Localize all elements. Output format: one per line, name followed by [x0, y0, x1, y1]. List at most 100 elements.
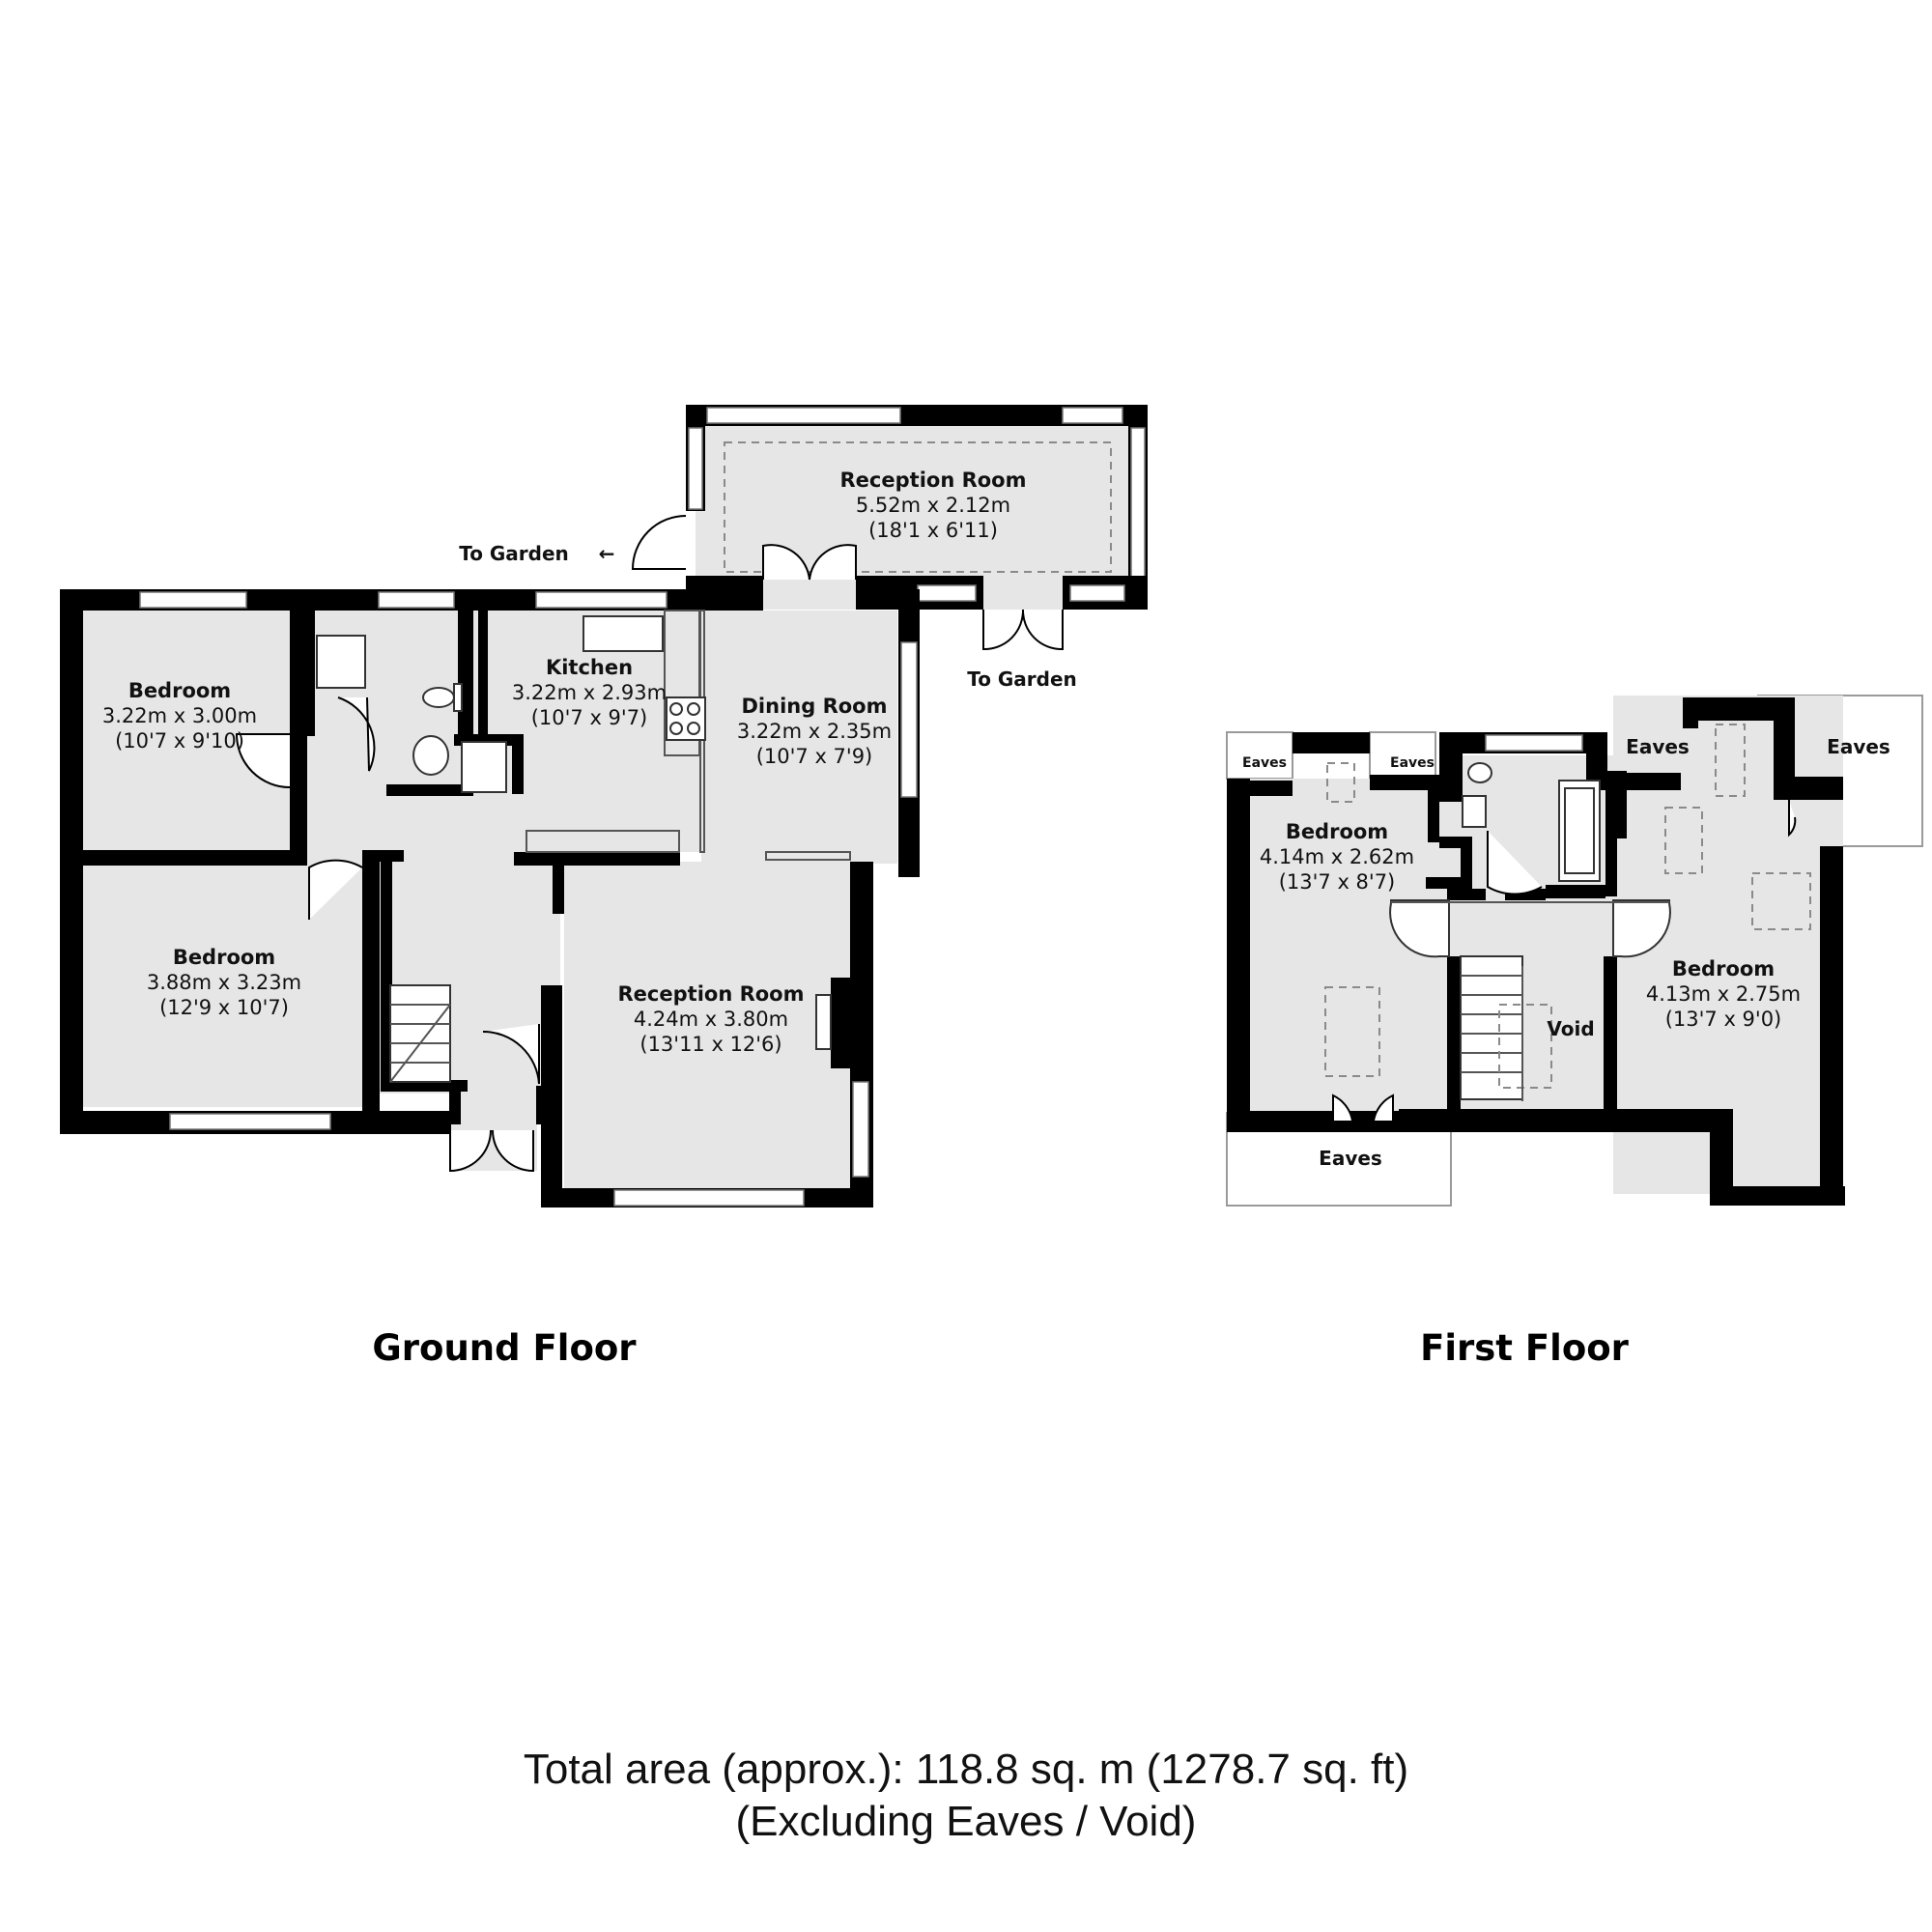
wall	[1546, 885, 1605, 898]
basin	[412, 735, 449, 776]
landing-arch	[1612, 899, 1671, 958]
wall	[1227, 779, 1250, 1113]
wall	[1586, 732, 1607, 790]
side-door-swing	[631, 515, 687, 570]
shower-tray	[316, 635, 366, 689]
ground-floor-plan	[60, 405, 1148, 1208]
toilet-cistern	[453, 683, 463, 712]
kitchen-counter	[526, 830, 680, 853]
kitchen-counter	[664, 610, 700, 756]
wall	[1399, 1109, 1712, 1132]
wall	[1370, 775, 1441, 790]
room-name: Dining Room	[742, 695, 888, 718]
fireplace-hearth	[815, 994, 832, 1050]
wall	[83, 850, 307, 866]
window	[917, 584, 977, 602]
room-dimensions: 3.22m x 2.93m	[512, 681, 667, 704]
kitchen-sink	[582, 615, 664, 652]
wall	[1774, 697, 1795, 800]
garden-door-swing	[1021, 609, 1064, 651]
room-dimensions-imperial: (10'7 x 7'9)	[756, 745, 873, 768]
wall	[1710, 1186, 1845, 1206]
eaves-label: Eaves	[1827, 735, 1890, 758]
door-swing	[809, 544, 857, 581]
floor-label: Ground Floor	[372, 1327, 637, 1369]
window	[139, 591, 247, 609]
room-dimensions: 3.22m x 2.35m	[737, 720, 892, 743]
eaves-label: Eaves	[1242, 755, 1287, 771]
hob-ring	[669, 722, 683, 735]
garden-door-swing	[982, 609, 1025, 651]
basin	[1462, 795, 1487, 828]
wall	[514, 852, 680, 866]
first-floor-plan	[1226, 695, 1923, 1207]
door-swing	[762, 544, 810, 581]
hob-ring	[669, 702, 683, 716]
ground-floor-labels: Reception Room 5.52m x 2.12m (18'1 x 6'1…	[102, 469, 1077, 1369]
staircase	[1460, 955, 1523, 1100]
window	[378, 591, 455, 609]
wall	[1683, 697, 1795, 721]
eaves-label: Eaves	[1319, 1147, 1382, 1170]
window	[688, 427, 703, 510]
roof-light	[1324, 986, 1380, 1077]
door-swing	[308, 859, 363, 920]
cupboard-outline	[1326, 762, 1355, 803]
garden-note: To Garden	[459, 542, 569, 565]
wall	[1683, 697, 1698, 728]
first-floor-labels: Eaves Eaves Eaves Eaves Eaves Bedroom 4.…	[1242, 735, 1890, 1369]
wall	[449, 1086, 461, 1124]
window	[1069, 584, 1125, 602]
window	[1485, 734, 1583, 752]
wall	[1447, 889, 1486, 900]
wall	[1426, 877, 1472, 889]
window	[535, 591, 668, 609]
cupboard	[461, 741, 507, 793]
eaves-area	[1369, 731, 1436, 780]
eaves-label: Eaves	[1390, 755, 1435, 771]
room-name: Bedroom	[173, 946, 275, 969]
wall	[1447, 956, 1461, 1111]
garden-note: To Garden	[967, 668, 1077, 691]
wall	[512, 734, 524, 794]
room-name: Bedroom	[1286, 820, 1388, 843]
window	[706, 407, 901, 424]
wall	[831, 978, 854, 1068]
landing-arch	[1389, 899, 1450, 958]
room-name: Reception Room	[840, 469, 1027, 492]
room-dimensions: 5.52m x 2.12m	[856, 494, 1010, 517]
door-swing	[1487, 831, 1543, 895]
wall	[478, 611, 488, 736]
window	[1062, 407, 1123, 424]
arrow-glyph: ←	[599, 542, 615, 565]
room-dimensions-imperial: (18'1 x 6'11)	[868, 519, 998, 542]
window	[852, 1081, 869, 1178]
doorway-opening	[763, 576, 856, 610]
door-swing	[1788, 800, 1797, 838]
room-dimensions: 4.24m x 3.80m	[634, 1008, 788, 1031]
toilet	[422, 687, 455, 708]
wall	[299, 611, 315, 736]
wall	[536, 1086, 561, 1124]
wall	[1604, 956, 1617, 1111]
wall	[60, 589, 83, 1134]
wall	[1461, 837, 1472, 885]
room-dimensions-imperial: (10'7 x 9'10)	[115, 729, 244, 753]
wall	[1623, 773, 1681, 790]
door-swing	[1373, 1094, 1394, 1122]
total-area-note: (Excluding Eaves / Void)	[736, 1798, 1197, 1845]
wall	[553, 866, 564, 914]
floor-bedroom-1	[82, 611, 298, 850]
window	[900, 641, 918, 798]
floor-label: First Floor	[1420, 1327, 1630, 1369]
roof-light	[1664, 807, 1703, 874]
porch-door-swing	[449, 1129, 492, 1173]
void-label: Void	[1547, 1017, 1594, 1040]
floor-dining	[701, 611, 897, 864]
room-dimensions: 3.22m x 3.00m	[102, 704, 257, 727]
roof-light	[1751, 872, 1811, 930]
wall	[458, 611, 473, 736]
door-swing	[235, 733, 291, 788]
window	[169, 1113, 331, 1130]
